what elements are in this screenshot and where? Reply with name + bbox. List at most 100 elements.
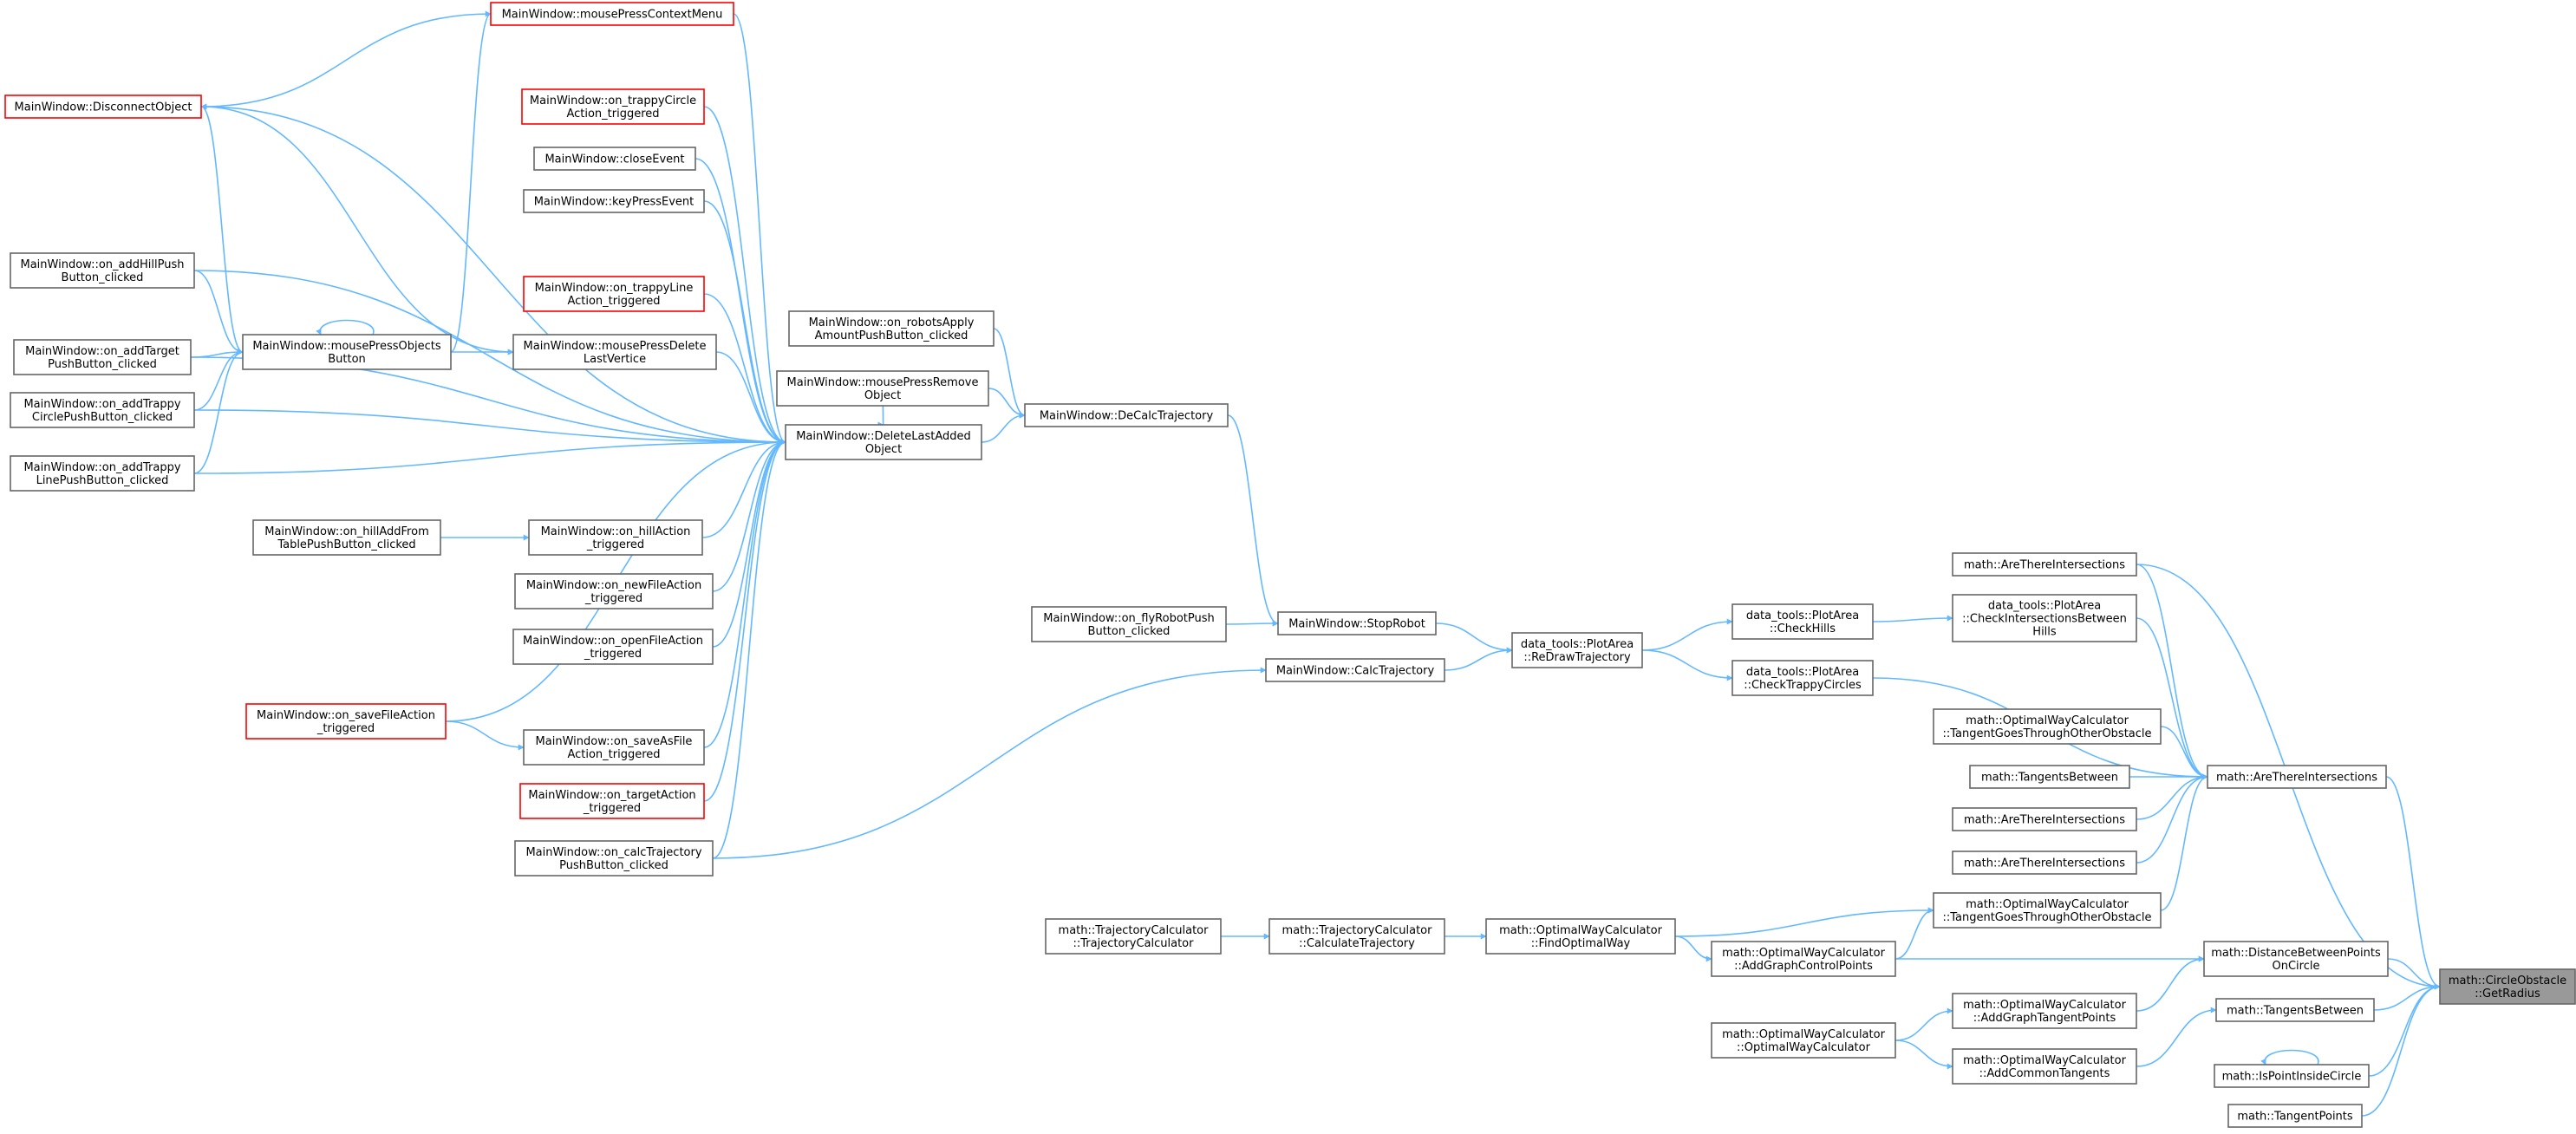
function-node-disc[interactable]: MainWindow::DisconnectObject (4, 94, 202, 119)
function-node-addgraph[interactable]: math::OptimalWayCalculator::AddGraphCont… (1711, 941, 1896, 977)
node-box[interactable] (2215, 998, 2375, 1022)
node-box[interactable] (514, 573, 714, 609)
function-node-ati1[interactable]: math::AreThereIntersections (1952, 552, 2137, 577)
function-node-tgtobs2[interactable]: math::OptimalWayCalculator::TangentGoesT… (1933, 892, 2162, 929)
node-box[interactable] (1952, 993, 2137, 1029)
node-box[interactable] (1952, 1048, 2137, 1085)
function-node-root[interactable]: math::CircleObstacle::GetRadius (2439, 968, 2576, 1005)
function-node-addtarget[interactable]: MainWindow::on_addTargetPushButton_click… (13, 339, 192, 375)
node-box[interactable] (788, 310, 995, 347)
function-node-addtrcirc[interactable]: MainWindow::on_addTrappyCirclePushButton… (10, 392, 195, 428)
node-box[interactable] (2203, 941, 2389, 977)
node-box[interactable] (2207, 765, 2387, 789)
function-node-trajctor[interactable]: math::TrajectoryCalculator::TrajectoryCa… (1045, 918, 1222, 955)
node-box[interactable] (252, 519, 441, 556)
function-node-newfile[interactable]: MainWindow::on_newFileAction_triggered (514, 573, 714, 609)
function-node-trline[interactable]: MainWindow::on_trappyLineAction_triggere… (523, 276, 705, 312)
node-box[interactable] (512, 334, 717, 370)
function-node-addcommon[interactable]: math::OptimalWayCalculator::AddCommonTan… (1952, 1048, 2137, 1085)
function-node-checkhills[interactable]: data_tools::PlotArea::CheckHills (1731, 603, 1874, 640)
function-node-calctraj[interactable]: MainWindow::CalcTrajectory (1265, 658, 1445, 682)
function-node-checktrappy[interactable]: data_tools::PlotArea::CheckTrappyCircles (1731, 660, 1874, 696)
node-box[interactable] (523, 189, 705, 213)
function-node-close[interactable]: MainWindow::closeEvent (533, 147, 696, 171)
node-box[interactable] (1265, 658, 1445, 682)
node-box[interactable] (490, 2, 734, 26)
function-node-ati2[interactable]: math::AreThereIntersections (1952, 807, 2137, 831)
node-box[interactable] (512, 629, 714, 665)
node-box[interactable] (785, 424, 982, 460)
node-box[interactable] (245, 703, 447, 740)
node-box[interactable] (1933, 708, 2162, 745)
node-box[interactable] (533, 147, 696, 171)
node-box[interactable] (528, 519, 703, 556)
function-node-addtrline[interactable]: MainWindow::on_addTrappyLinePushButton_c… (10, 455, 195, 492)
node-box[interactable] (2439, 968, 2576, 1005)
node-box[interactable] (2214, 1064, 2370, 1088)
function-node-target[interactable]: MainWindow::on_targetAction_triggered (519, 783, 705, 819)
function-node-findopt[interactable]: math::OptimalWayCalculator::FindOptimalW… (1485, 918, 1676, 955)
function-node-tbetween1[interactable]: math::TangentsBetween (1969, 765, 2130, 789)
node-box[interactable] (1031, 606, 1227, 642)
function-node-keyp[interactable]: MainWindow::keyPressEvent (523, 189, 705, 213)
function-node-calcTraj[interactable]: math::TrajectoryCalculator::CalculateTra… (1268, 918, 1445, 955)
node-box[interactable] (1952, 850, 2137, 875)
function-node-checkinter[interactable]: data_tools::PlotArea::CheckIntersections… (1952, 594, 2137, 642)
function-node-mpcm[interactable]: MainWindow::mousePressContextMenu (490, 2, 734, 26)
function-node-tpoints[interactable]: math::TangentPoints (2227, 1104, 2363, 1128)
function-node-ati3[interactable]: math::AreThereIntersections (1952, 850, 2137, 875)
node-box[interactable] (1731, 660, 1874, 696)
function-node-hillact[interactable]: MainWindow::on_hillAction_triggered (528, 519, 703, 556)
node-box[interactable] (776, 370, 989, 407)
node-box[interactable] (10, 252, 195, 289)
node-box[interactable] (4, 94, 202, 119)
node-box[interactable] (1952, 807, 2137, 831)
function-node-tbetween2[interactable]: math::TangentsBetween (2215, 998, 2375, 1022)
node-box[interactable] (521, 88, 705, 125)
function-node-savefile[interactable]: MainWindow::on_saveFileAction_triggered (245, 703, 447, 740)
node-box[interactable] (1711, 1022, 1896, 1059)
node-box[interactable] (10, 392, 195, 428)
node-box[interactable] (1933, 892, 2162, 929)
node-box[interactable] (1277, 611, 1437, 635)
function-node-addtangent[interactable]: math::OptimalWayCalculator::AddGraphTang… (1952, 993, 2137, 1029)
node-box[interactable] (519, 783, 705, 819)
function-node-atimain[interactable]: math::AreThereIntersections (2207, 765, 2387, 789)
function-node-trcirc[interactable]: MainWindow::on_trappyCircleAction_trigge… (521, 88, 705, 125)
function-node-openfile[interactable]: MainWindow::on_openFileAction_triggered (512, 629, 714, 665)
function-node-ispoint[interactable]: math::IsPointInsideCircle (2214, 1064, 2370, 1088)
node-box[interactable] (13, 339, 192, 375)
node-box[interactable] (514, 840, 714, 877)
node-box[interactable] (10, 455, 195, 492)
function-node-redraw[interactable]: data_tools::PlotArea::ReDrawTrajectory (1511, 632, 1643, 668)
function-node-robapply[interactable]: MainWindow::on_robotsApplyAmountPushButt… (788, 310, 995, 347)
node-box[interactable] (1711, 941, 1896, 977)
function-node-flyrobot[interactable]: MainWindow::on_flyRobotPushButton_clicke… (1031, 606, 1227, 642)
node-box[interactable] (1268, 918, 1445, 955)
node-box[interactable] (1952, 594, 2137, 642)
node-box[interactable] (1952, 552, 2137, 577)
node-box[interactable] (242, 334, 452, 370)
node-box[interactable] (1485, 918, 1676, 955)
node-box[interactable] (1969, 765, 2130, 789)
function-node-decalc[interactable]: MainWindow::DeCalcTrajectory (1024, 403, 1229, 427)
function-node-saveas[interactable]: MainWindow::on_saveAsFileAction_triggere… (523, 729, 705, 766)
function-node-owcctor[interactable]: math::OptimalWayCalculator::OptimalWayCa… (1711, 1022, 1896, 1059)
function-node-calcbtn[interactable]: MainWindow::on_calcTrajectoryPushButton_… (514, 840, 714, 877)
function-node-tgtobs1[interactable]: math::OptimalWayCalculator::TangentGoesT… (1933, 708, 2162, 745)
node-box[interactable] (523, 276, 705, 312)
function-node-hilltable[interactable]: MainWindow::on_hillAddFromTablePushButto… (252, 519, 441, 556)
node-box[interactable] (1024, 403, 1229, 427)
node-box[interactable] (2227, 1104, 2363, 1128)
function-node-stoprobot[interactable]: MainWindow::StopRobot (1277, 611, 1437, 635)
node-box[interactable] (523, 729, 705, 766)
node-box[interactable] (1731, 603, 1874, 640)
node-box[interactable] (1045, 918, 1222, 955)
node-box[interactable] (1511, 632, 1643, 668)
